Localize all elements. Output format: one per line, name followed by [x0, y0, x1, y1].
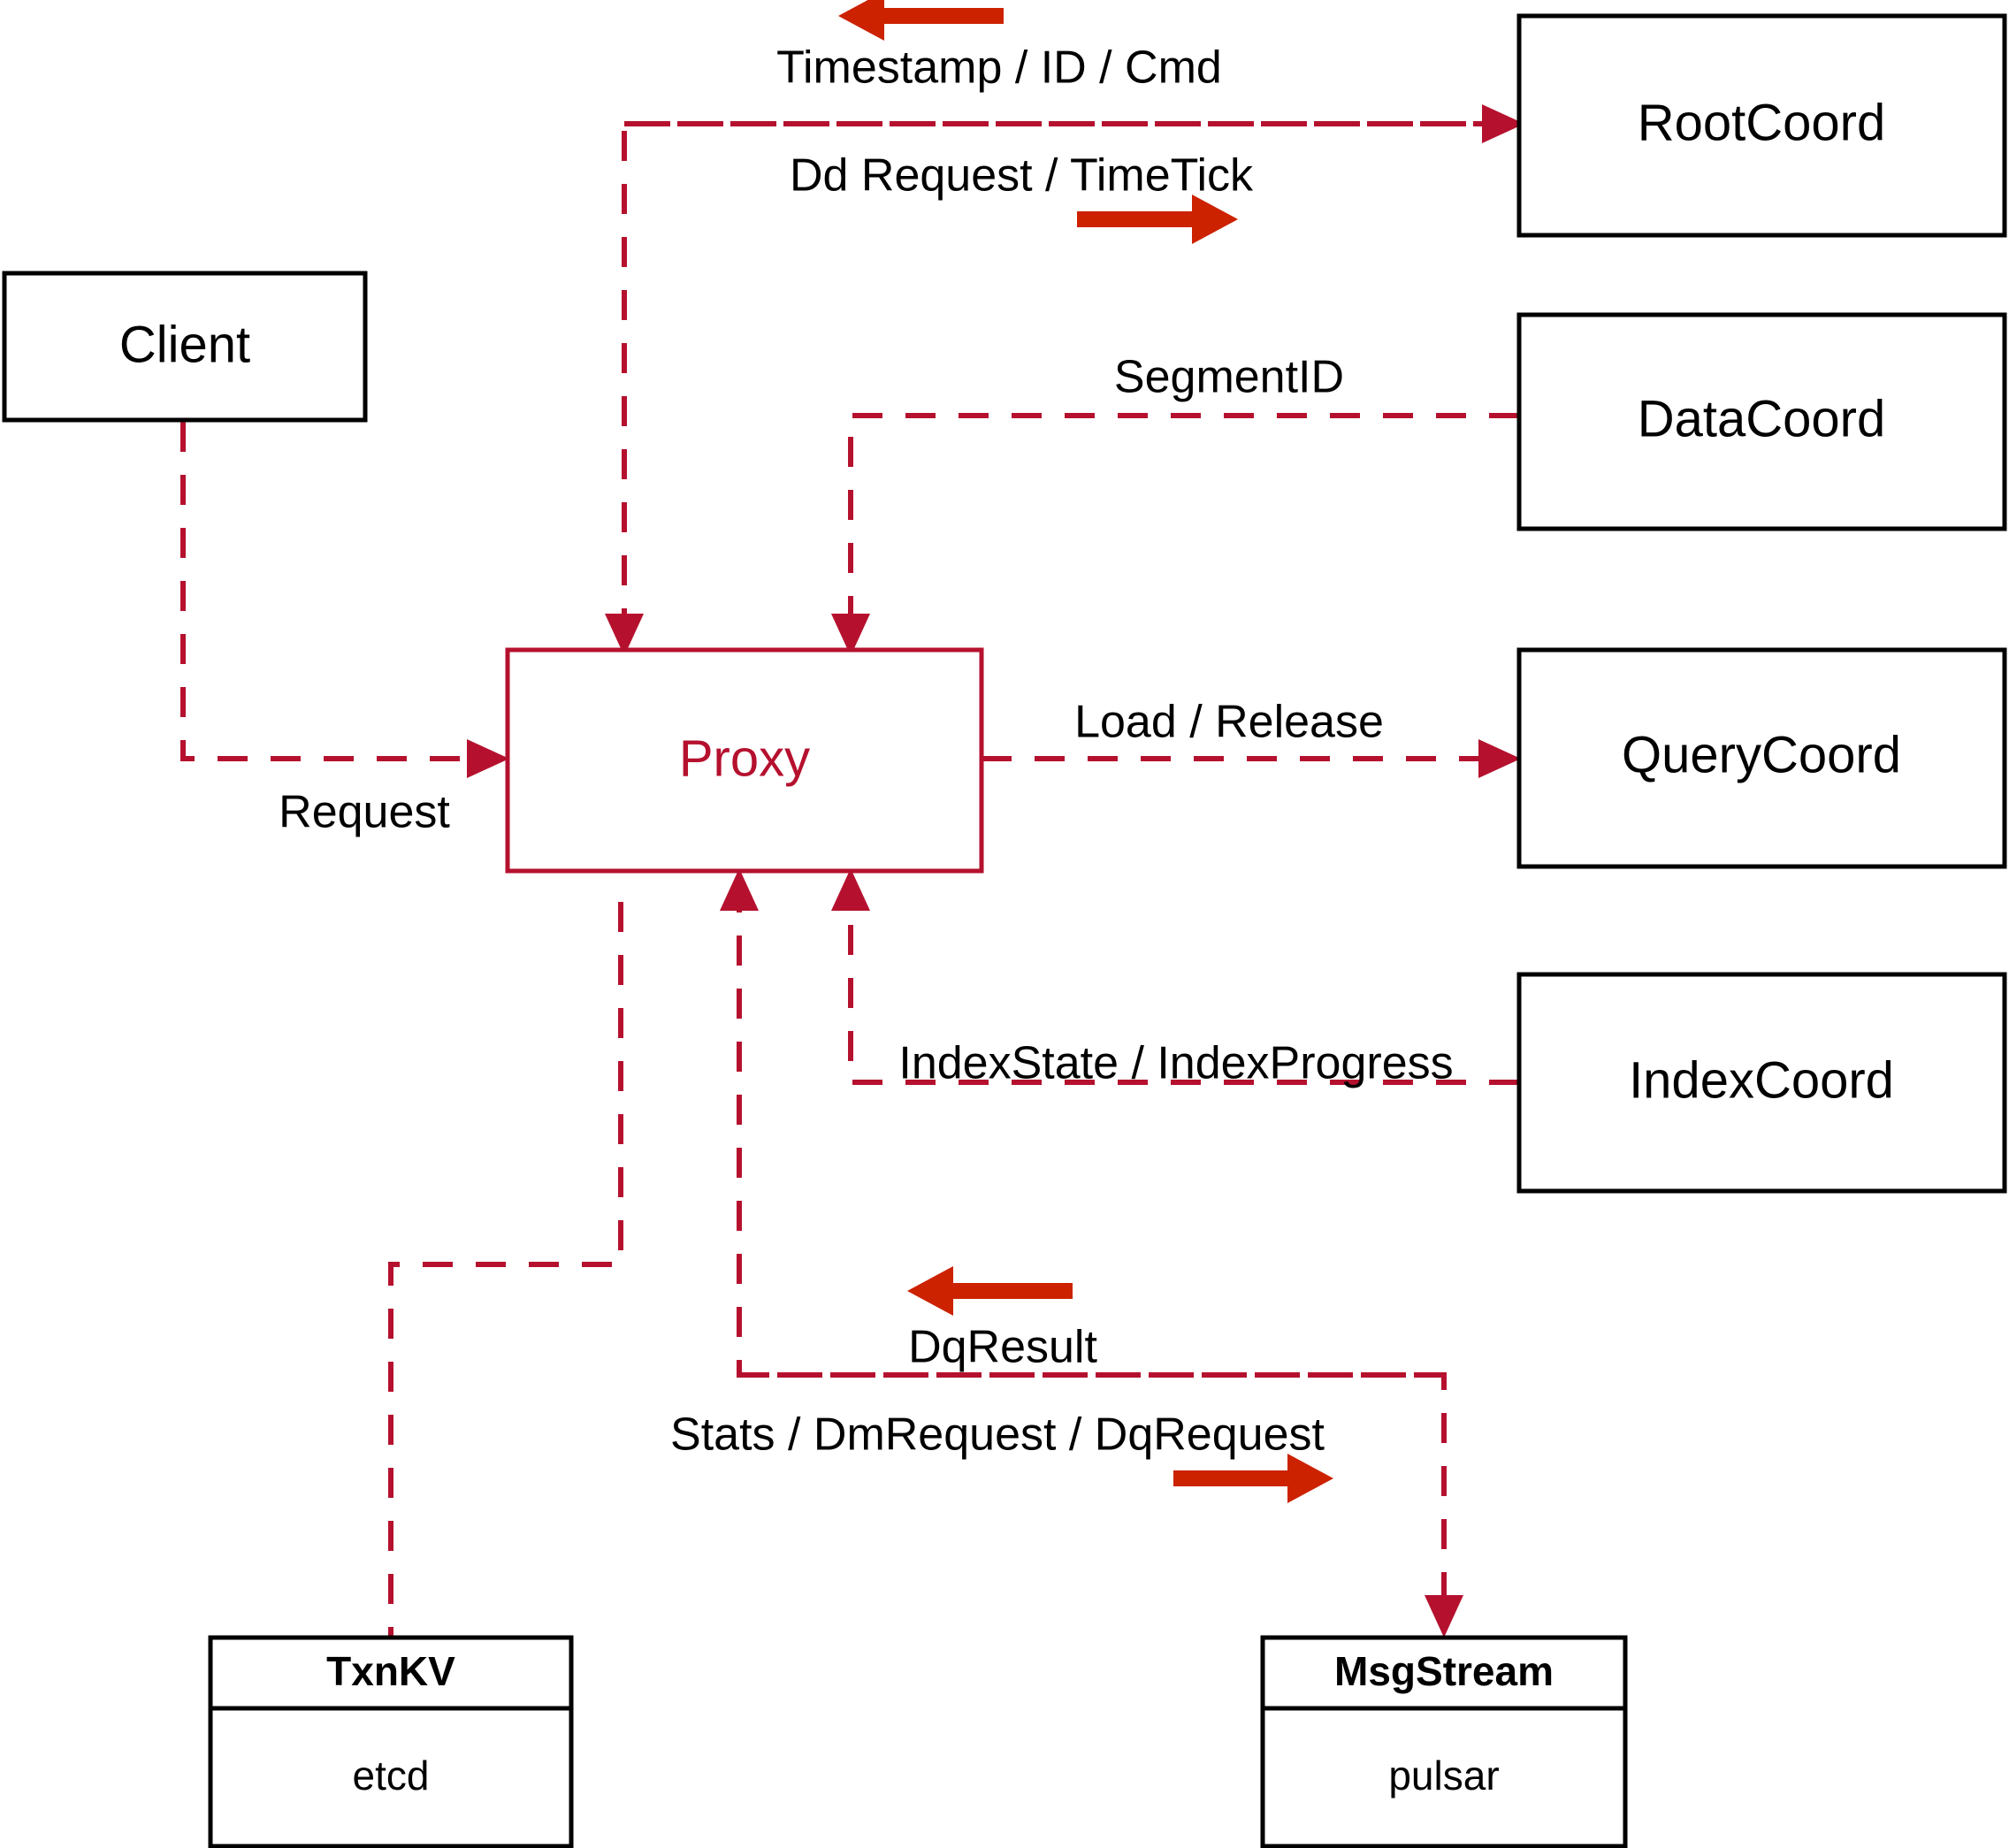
edge-proxy-to-txnkv — [388, 902, 623, 1638]
edge-proxy-to-querycoord — [982, 739, 1521, 778]
node-txnkv-sublabel: etcd — [353, 1753, 430, 1798]
node-datacoord-label: DataCoord — [1638, 390, 1885, 447]
edge-client-to-proxy — [180, 422, 509, 778]
edge-datacoord-to-proxy — [831, 413, 1519, 656]
node-rootcoord-label: RootCoord — [1638, 94, 1885, 151]
edge-label-request: Request — [279, 787, 450, 838]
edge-label-load-release: Load / Release — [1074, 697, 1384, 748]
edge-msgstream-to-proxy — [720, 868, 1444, 1378]
edge-rootcoord-to-proxy — [605, 121, 1519, 656]
node-proxy-label: Proxy — [679, 729, 810, 787]
edge-label-dqresult: DqResult — [908, 1322, 1097, 1373]
edge-label-stats-dmrequest-dqrequest: Stats / DmRequest / DqRequest — [670, 1409, 1325, 1461]
edge-label-segmentid: SegmentID — [1114, 352, 1344, 403]
node-querycoord[interactable]: QueryCoord — [1516, 647, 2007, 869]
edge-label-dd-request-timetick: Dd Request / TimeTick — [790, 150, 1254, 202]
edge-indexcoord-to-proxy — [831, 868, 1519, 1085]
node-proxy[interactable]: Proxy — [505, 647, 984, 874]
edge-label-indexstate-indexprogress: IndexState / IndexProgress — [898, 1038, 1453, 1089]
node-rootcoord[interactable]: RootCoord — [1516, 13, 2007, 238]
node-txnkv[interactable]: TxnKV etcd — [208, 1635, 574, 1848]
node-txnkv-label: TxnKV — [326, 1648, 455, 1694]
direction-arrow-ddrequest-right — [1077, 195, 1238, 244]
edge-proxy-to-rootcoord — [624, 104, 1524, 143]
node-client-label: Client — [119, 316, 250, 373]
edge-proxy-to-msgstream — [739, 1372, 1463, 1638]
node-indexcoord-label: IndexCoord — [1629, 1051, 1894, 1109]
node-msgstream-label: MsgStream — [1334, 1648, 1554, 1694]
node-msgstream-sublabel: pulsar — [1388, 1753, 1499, 1798]
node-datacoord[interactable]: DataCoord — [1516, 312, 2007, 531]
direction-arrow-dqrequest-right — [1173, 1454, 1333, 1503]
node-querycoord-label: QueryCoord — [1622, 726, 1901, 783]
edge-label-timestamp-id-cmd: Timestamp / ID / Cmd — [776, 42, 1222, 94]
node-msgstream[interactable]: MsgStream pulsar — [1260, 1635, 1628, 1848]
direction-arrow-dqresult-left — [907, 1266, 1073, 1316]
node-client[interactable]: Client — [2, 271, 368, 423]
node-indexcoord[interactable]: IndexCoord — [1516, 972, 2007, 1194]
direction-arrow-timestamp-left — [838, 0, 1004, 41]
